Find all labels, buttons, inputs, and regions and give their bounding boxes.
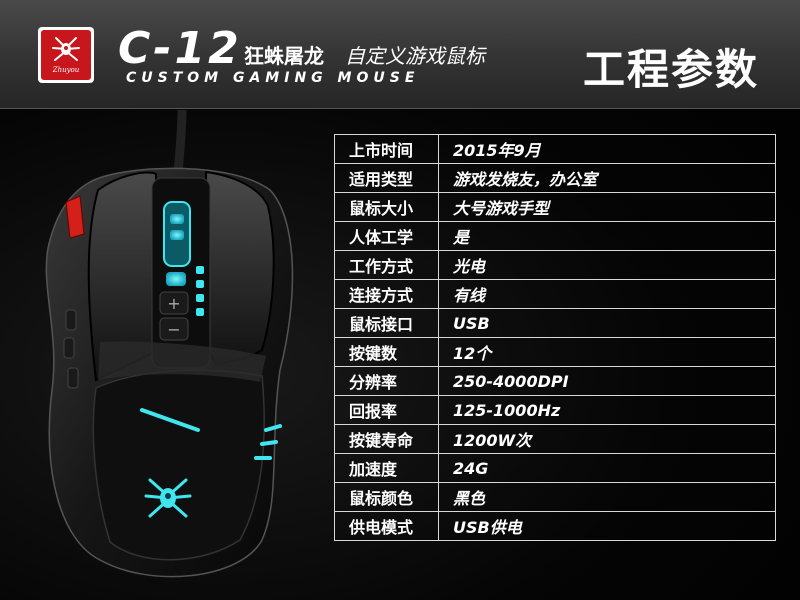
spec-value: 有线 xyxy=(438,279,776,309)
spec-label: 按键数 xyxy=(334,337,439,367)
spec-value: USB xyxy=(438,308,776,338)
spec-value: 2015年9月 xyxy=(438,134,776,164)
plus-icon: + xyxy=(167,294,180,313)
spec-row: 鼠标颜色黑色 xyxy=(334,482,776,512)
product-subtitle-cn: 自定义游戏鼠标 xyxy=(345,44,485,68)
dpi-led-icon xyxy=(196,280,204,288)
spec-value: 大号游戏手型 xyxy=(438,192,776,222)
thumb-button[interactable] xyxy=(65,309,77,331)
spec-label: 分辨率 xyxy=(334,366,439,396)
dpi-up-button[interactable] xyxy=(159,291,189,315)
spec-value: 1200W次 xyxy=(438,424,776,454)
header-banner: Zhuyou C-12 狂蛛屠龙 自定义游戏鼠标 CUSTOM GAMING M… xyxy=(0,0,800,109)
spec-label: 工作方式 xyxy=(334,250,439,280)
spec-value: 游戏发烧友，办公室 xyxy=(438,163,776,193)
spec-label: 加速度 xyxy=(334,453,439,483)
spider-logo-icon xyxy=(144,478,192,518)
spec-label: 按键寿命 xyxy=(334,424,439,454)
spec-label: 鼠标大小 xyxy=(334,192,439,222)
product-name-cn: 狂蛛屠龙 xyxy=(244,44,324,68)
right-mouse-button[interactable] xyxy=(204,170,275,366)
spec-value: 是 xyxy=(438,221,776,251)
spec-label: 供电模式 xyxy=(334,511,439,541)
palm-rest xyxy=(92,369,265,561)
spec-row: 连接方式有线 xyxy=(334,279,776,309)
thumb-button[interactable] xyxy=(63,337,75,359)
spec-label: 连接方式 xyxy=(334,279,439,309)
spec-value: 250-4000DPI xyxy=(438,366,776,396)
product-subtitle-en: CUSTOM GAMING MOUSE xyxy=(126,70,420,86)
thumb-button[interactable] xyxy=(67,367,79,389)
spec-value: USB供电 xyxy=(438,511,776,541)
dpi-led-icon xyxy=(196,266,204,274)
spec-row: 人体工学是 xyxy=(334,221,776,251)
spec-row: 鼠标大小大号游戏手型 xyxy=(334,192,776,222)
spec-value: 12个 xyxy=(438,337,776,367)
page-title: 工程参数 xyxy=(583,45,760,94)
spec-value: 光电 xyxy=(438,250,776,280)
dpi-down-button[interactable] xyxy=(159,317,189,341)
wheel-glow-icon xyxy=(170,230,184,240)
side-fire-button[interactable] xyxy=(65,195,85,239)
spec-label: 鼠标颜色 xyxy=(334,482,439,512)
mouse-cable xyxy=(173,110,187,173)
spec-row: 工作方式光电 xyxy=(334,250,776,280)
spider-icon xyxy=(52,37,80,61)
spec-value: 125-1000Hz xyxy=(438,395,776,425)
brand-logo: Zhuyou xyxy=(38,27,94,83)
middle-glow xyxy=(166,272,186,286)
gloss-highlight xyxy=(98,341,266,382)
spec-label: 回报率 xyxy=(334,395,439,425)
dpi-led-icon xyxy=(196,294,204,302)
mouse-illustration: + − xyxy=(45,110,294,578)
dpi-led-icon xyxy=(196,308,204,316)
model-number: C-12 xyxy=(118,23,242,74)
side-glow-strip xyxy=(140,408,200,432)
spec-label: 上市时间 xyxy=(334,134,439,164)
logo-badge: Zhuyou xyxy=(41,30,91,80)
spec-label: 适用类型 xyxy=(334,163,439,193)
spec-value: 24G xyxy=(438,453,776,483)
logo-wordmark: Zhuyou xyxy=(52,66,80,74)
side-glow-strip xyxy=(254,424,282,460)
spec-value: 黑色 xyxy=(438,482,776,512)
minus-icon: − xyxy=(167,320,180,339)
wheel-glow-icon xyxy=(170,214,184,224)
spec-label: 人体工学 xyxy=(334,221,439,251)
spec-row: 适用类型游戏发烧友，办公室 xyxy=(334,163,776,193)
spec-label: 鼠标接口 xyxy=(334,308,439,338)
